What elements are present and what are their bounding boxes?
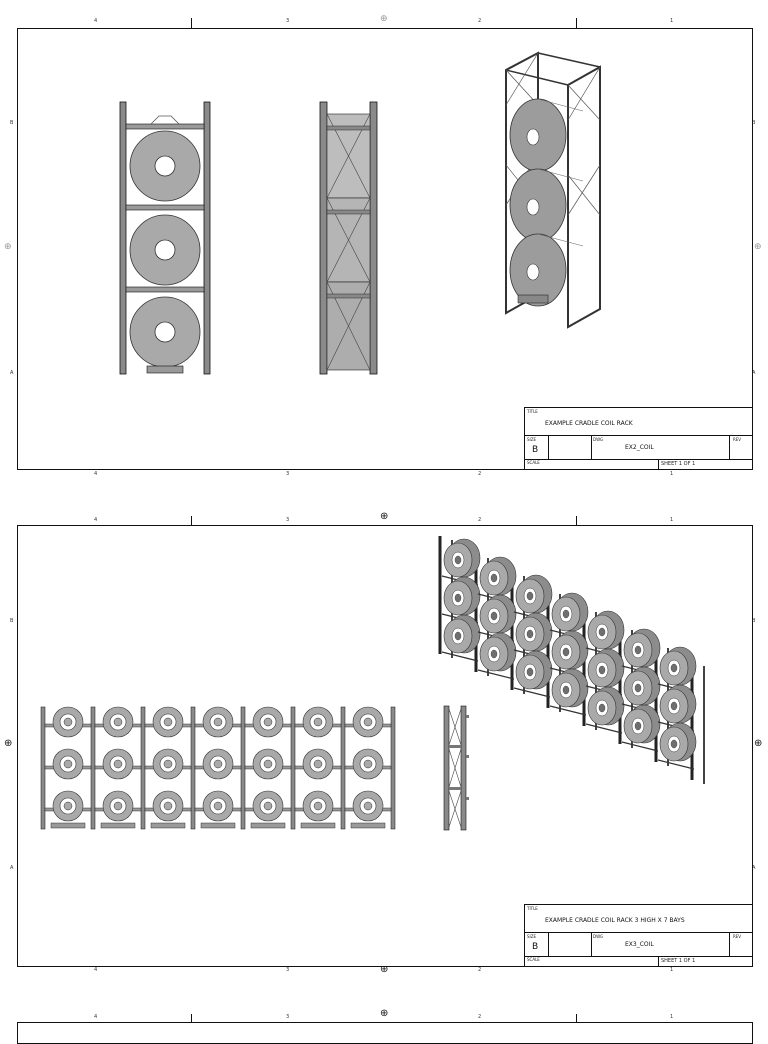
isometric-view-rack-drawing <box>505 51 601 329</box>
zone-label: 2 <box>478 18 482 24</box>
size-label: SIZE <box>527 934 536 939</box>
rev-label: REV <box>733 437 742 442</box>
side-view-rack-drawing <box>319 101 378 375</box>
zone-label: 2 <box>478 967 482 973</box>
zone-label: B <box>752 120 756 126</box>
dwg-label: DWG <box>593 437 604 442</box>
rev-label: REV <box>733 934 742 939</box>
zone-label: 4 <box>94 517 98 523</box>
title-block: TITLE EXAMPLE CRADLE COIL RACK 3 HIGH X … <box>524 904 753 967</box>
zone-label: 2 <box>478 1014 482 1020</box>
zone-label: A <box>10 865 14 871</box>
scale-label: SCALE <box>527 460 540 465</box>
scale-label: SCALE <box>527 957 540 962</box>
zone-label: A <box>10 370 14 376</box>
title-label: TITLE <box>527 906 538 911</box>
zone-label: 2 <box>478 517 482 523</box>
zone-label: 4 <box>94 471 98 477</box>
front-elevation-drawing <box>40 706 396 830</box>
sheet-size: B <box>532 445 539 455</box>
drawing-title: EXAMPLE CRADLE COIL RACK 3 HIGH X 7 BAYS <box>545 917 685 924</box>
centering-arrow: ⊕ <box>380 964 389 975</box>
zone-label: 1 <box>670 967 674 973</box>
drawing-sheet-3: 4 3 2 1 ⊕ <box>0 1005 768 1044</box>
drawing-number: EX3_COIL <box>625 941 654 948</box>
zone-label: B <box>752 618 756 624</box>
sheet-number: SHEET 1 OF 1 <box>661 958 696 964</box>
centering-arrow: ⊕ <box>380 511 389 522</box>
drawing-sheet-2: 4 3 2 1 ⊕ B A B A ⊕ ⊕ 4 3 2 1 ⊕ TITLE EX… <box>0 500 768 980</box>
zone-label: A <box>752 370 756 376</box>
zone-label: 4 <box>94 18 98 24</box>
title-block: TITLE EXAMPLE CRADLE COIL RACK SIZE B DW… <box>524 407 753 470</box>
zone-label: 1 <box>670 517 674 523</box>
zone-label: A <box>752 865 756 871</box>
sheet-size: B <box>532 942 539 952</box>
side-view-rack-drawing <box>443 705 469 831</box>
dwg-label: DWG <box>593 934 604 939</box>
drawing-border <box>17 1022 753 1044</box>
zone-label: 4 <box>94 967 98 973</box>
zone-label: 3 <box>286 1014 290 1020</box>
zone-label: B <box>10 618 14 624</box>
isometric-view-rack-drawing <box>438 536 705 784</box>
sheet-number: SHEET 1 OF 1 <box>661 461 696 467</box>
zone-label: 3 <box>286 517 290 523</box>
drawing-title: EXAMPLE CRADLE COIL RACK <box>545 420 633 427</box>
zone-label: 4 <box>94 1014 98 1020</box>
centering-arrow: ⊕ <box>754 738 763 749</box>
centering-arrow: ⊕ <box>380 1008 389 1019</box>
drawing-number: EX2_COIL <box>625 444 654 451</box>
size-label: SIZE <box>527 437 536 442</box>
drawing-border <box>17 525 753 967</box>
zone-label: 3 <box>286 18 290 24</box>
centering-arrow: ⊕ <box>4 738 13 749</box>
centering-mark: ⊕ <box>4 242 12 252</box>
zone-label: 3 <box>286 471 290 477</box>
zone-label: 1 <box>670 1014 674 1020</box>
zone-label: 1 <box>670 18 674 24</box>
drawing-sheet-1: 4 3 2 1 ⊕ B A B A ⊕ ⊕ 4 3 2 1 <box>0 0 768 480</box>
centering-mark: ⊕ <box>754 242 762 252</box>
zone-label: 1 <box>670 471 674 477</box>
zone-label: B <box>10 120 14 126</box>
front-view-rack-drawing <box>119 101 211 375</box>
zone-label: 2 <box>478 471 482 477</box>
zone-label: 3 <box>286 967 290 973</box>
centering-mark: ⊕ <box>380 14 388 24</box>
title-label: TITLE <box>527 409 538 414</box>
